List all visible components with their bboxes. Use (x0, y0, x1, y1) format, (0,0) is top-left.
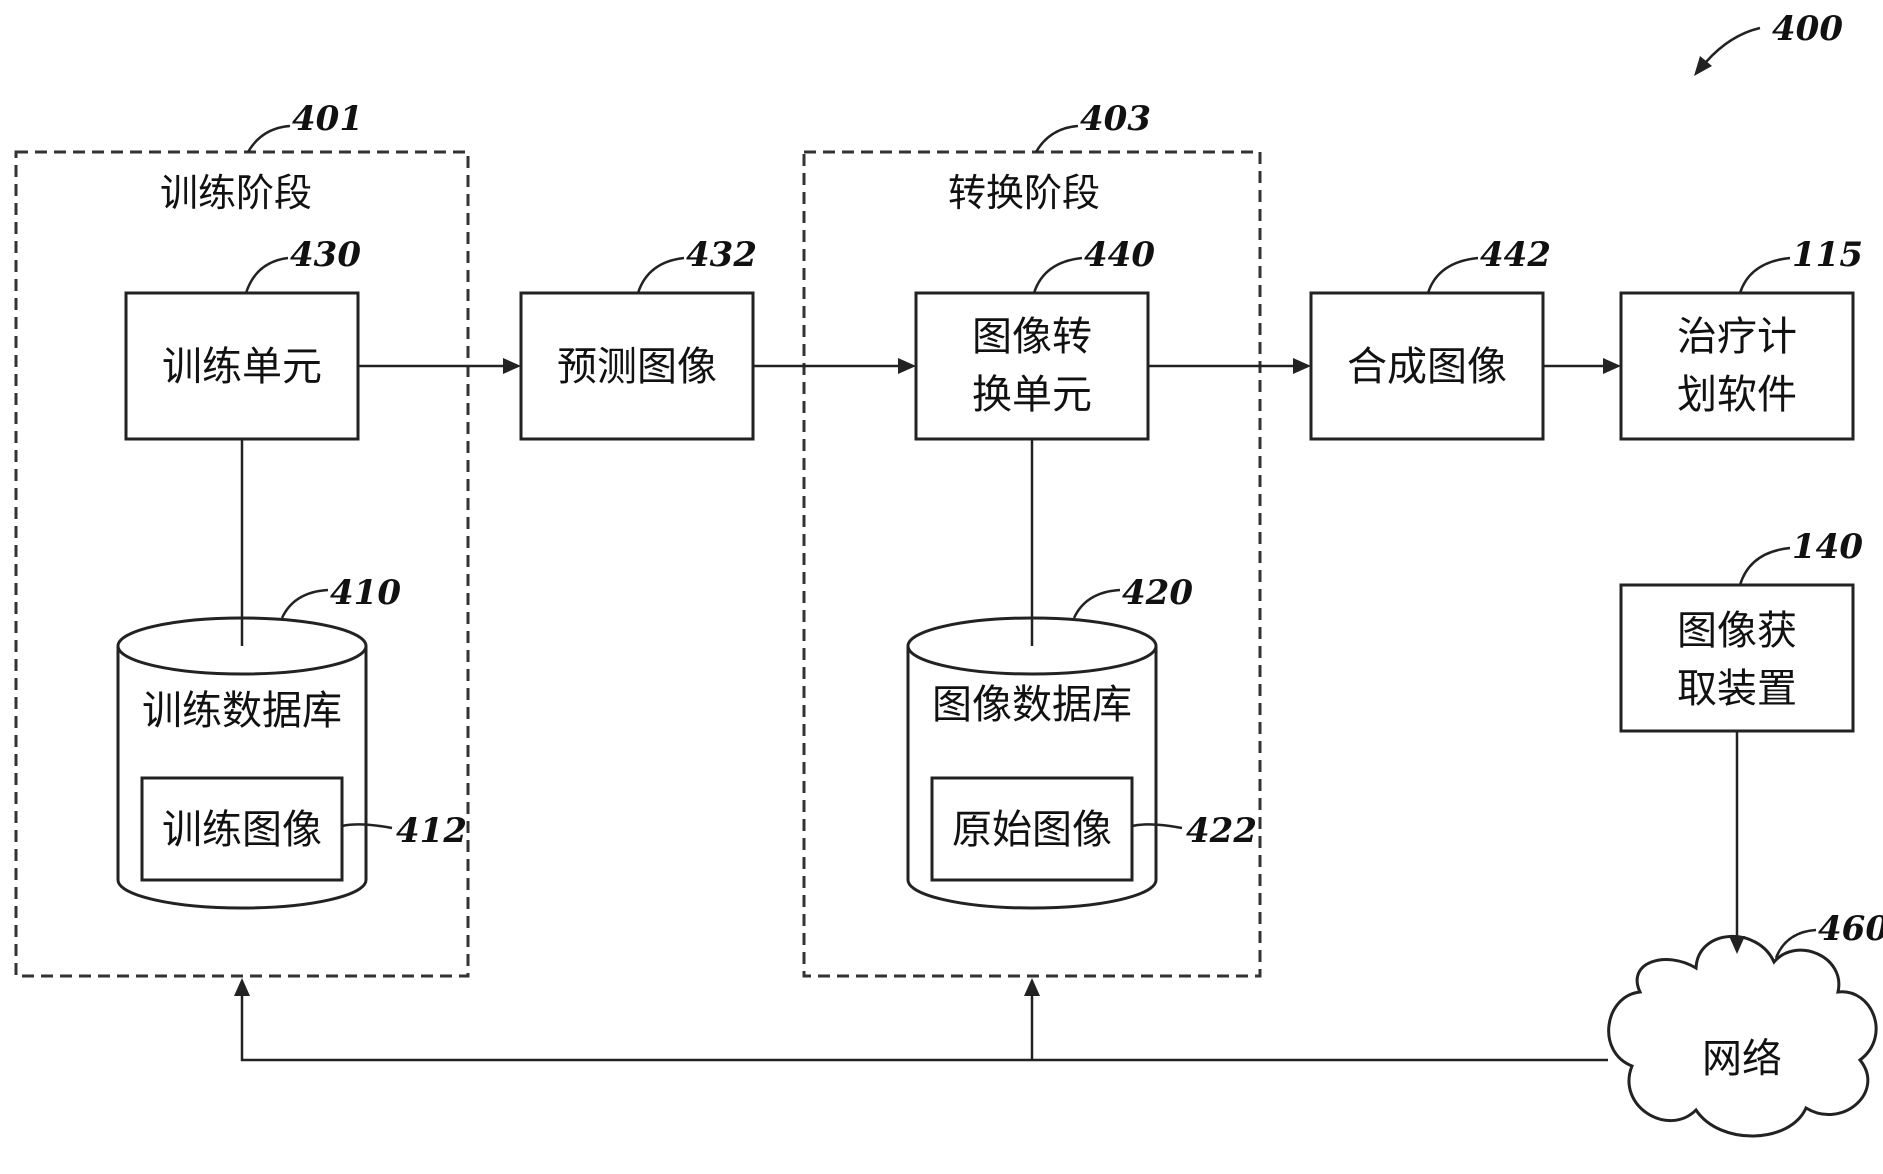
treatment-planning-software-box (1619, 291, 1855, 441)
treatment-planning-software-label-line1: 治疗计 (1677, 314, 1797, 360)
training-stage-ref: 401 (292, 99, 363, 139)
training-unit-leader (244, 256, 289, 294)
conversion-stage-leader (1034, 124, 1079, 153)
figure-reference: 400 (1694, 9, 1843, 76)
training-unit-label: 训练单元 (162, 344, 322, 390)
training-database-label: 训练数据库 (142, 688, 342, 734)
original-images-label: 原始图像 (952, 807, 1112, 853)
conversion-stage-title: 转换阶段 (948, 171, 1100, 215)
training-database: 训练数据库 410 训练图像 412 (116, 573, 467, 910)
image-database-leader (1072, 588, 1121, 619)
image-acquisition-device-leader (1738, 546, 1791, 586)
training-stage: 训练阶段 401 (14, 99, 470, 978)
image-database-ref: 420 (1122, 573, 1193, 613)
figure-ref-arrow-line (1705, 26, 1761, 63)
image-conversion-unit-leader (1032, 256, 1083, 294)
original-images-ref: 422 (1186, 811, 1257, 851)
network-ref: 460 (1818, 909, 1883, 949)
network-leader (1774, 928, 1817, 959)
conversion-stage: 转换阶段 403 (802, 99, 1262, 978)
training-database-ref: 410 (330, 573, 401, 613)
arrowhead-synthetic (1293, 358, 1311, 374)
training-unit-box (124, 291, 360, 441)
training-stage-frame (14, 150, 470, 978)
original-images-leader (1131, 823, 1183, 830)
treatment-planning-software-leader (1738, 256, 1791, 294)
treatment-planning-software: 治疗计 划软件 115 (1619, 235, 1863, 441)
training-stage-leader (246, 124, 291, 153)
image-acquisition-device-ref: 140 (1792, 527, 1863, 567)
training-stage-title: 训练阶段 (160, 171, 312, 215)
training-images-box (140, 776, 344, 882)
predicted-image-ref: 432 (686, 235, 757, 275)
arrowhead-conversion-stage (1024, 978, 1040, 996)
image-conversion-unit-ref: 440 (1084, 235, 1155, 275)
image-acquisition-device-box (1619, 583, 1855, 733)
image-database-label: 图像数据库 (932, 682, 1132, 728)
synthetic-image-label: 合成图像 (1347, 344, 1507, 390)
figure-ref-label: 400 (1772, 9, 1843, 49)
conversion-stage-ref: 403 (1080, 99, 1151, 139)
training-images-label: 训练图像 (162, 807, 322, 853)
synthetic-image: 合成图像 442 (1309, 235, 1551, 441)
training-database-leader (280, 588, 329, 619)
arrowhead-network (1729, 936, 1745, 954)
arrowhead-training-stage (234, 978, 250, 996)
training-unit-ref: 430 (290, 235, 361, 275)
network: 网络 460 (1607, 909, 1883, 1138)
predicted-image-label: 预测图像 (557, 344, 717, 390)
arrowhead-planning (1603, 358, 1621, 374)
treatment-planning-software-ref: 115 (1792, 235, 1863, 275)
image-acquisition-device-label-line1: 图像获 (1677, 608, 1797, 654)
training-images-ref: 412 (396, 811, 467, 851)
network-cloud (1607, 935, 1878, 1138)
predicted-image-leader (636, 256, 685, 294)
image-conversion-unit-label-line1: 图像转 (972, 314, 1092, 360)
figure-ref-arrowhead (1694, 56, 1712, 76)
predicted-image: 预测图像 432 (519, 235, 757, 441)
training-images-leader (341, 823, 393, 830)
original-images-box (930, 776, 1134, 882)
network-label: 网络 (1702, 1036, 1782, 1082)
synthetic-image-ref: 442 (1480, 235, 1551, 275)
image-conversion-unit-label-line2: 换单元 (972, 372, 1092, 418)
arrowhead-predicted (503, 358, 521, 374)
image-acquisition-device-label-line2: 取装置 (1677, 666, 1797, 712)
image-database: 图像数据库 420 原始图像 422 (906, 573, 1257, 910)
conversion-stage-frame (802, 150, 1262, 978)
connector-network-bus (240, 992, 1608, 1062)
synthetic-image-leader (1426, 256, 1479, 294)
treatment-planning-software-label-line2: 划软件 (1677, 372, 1797, 418)
image-conversion-unit: 图像转 换单元 440 (914, 235, 1155, 441)
training-unit: 训练单元 430 (124, 235, 361, 441)
arrowhead-conversion (898, 358, 916, 374)
image-acquisition-device: 图像获 取装置 140 (1619, 527, 1863, 733)
connectors (234, 358, 1745, 1062)
